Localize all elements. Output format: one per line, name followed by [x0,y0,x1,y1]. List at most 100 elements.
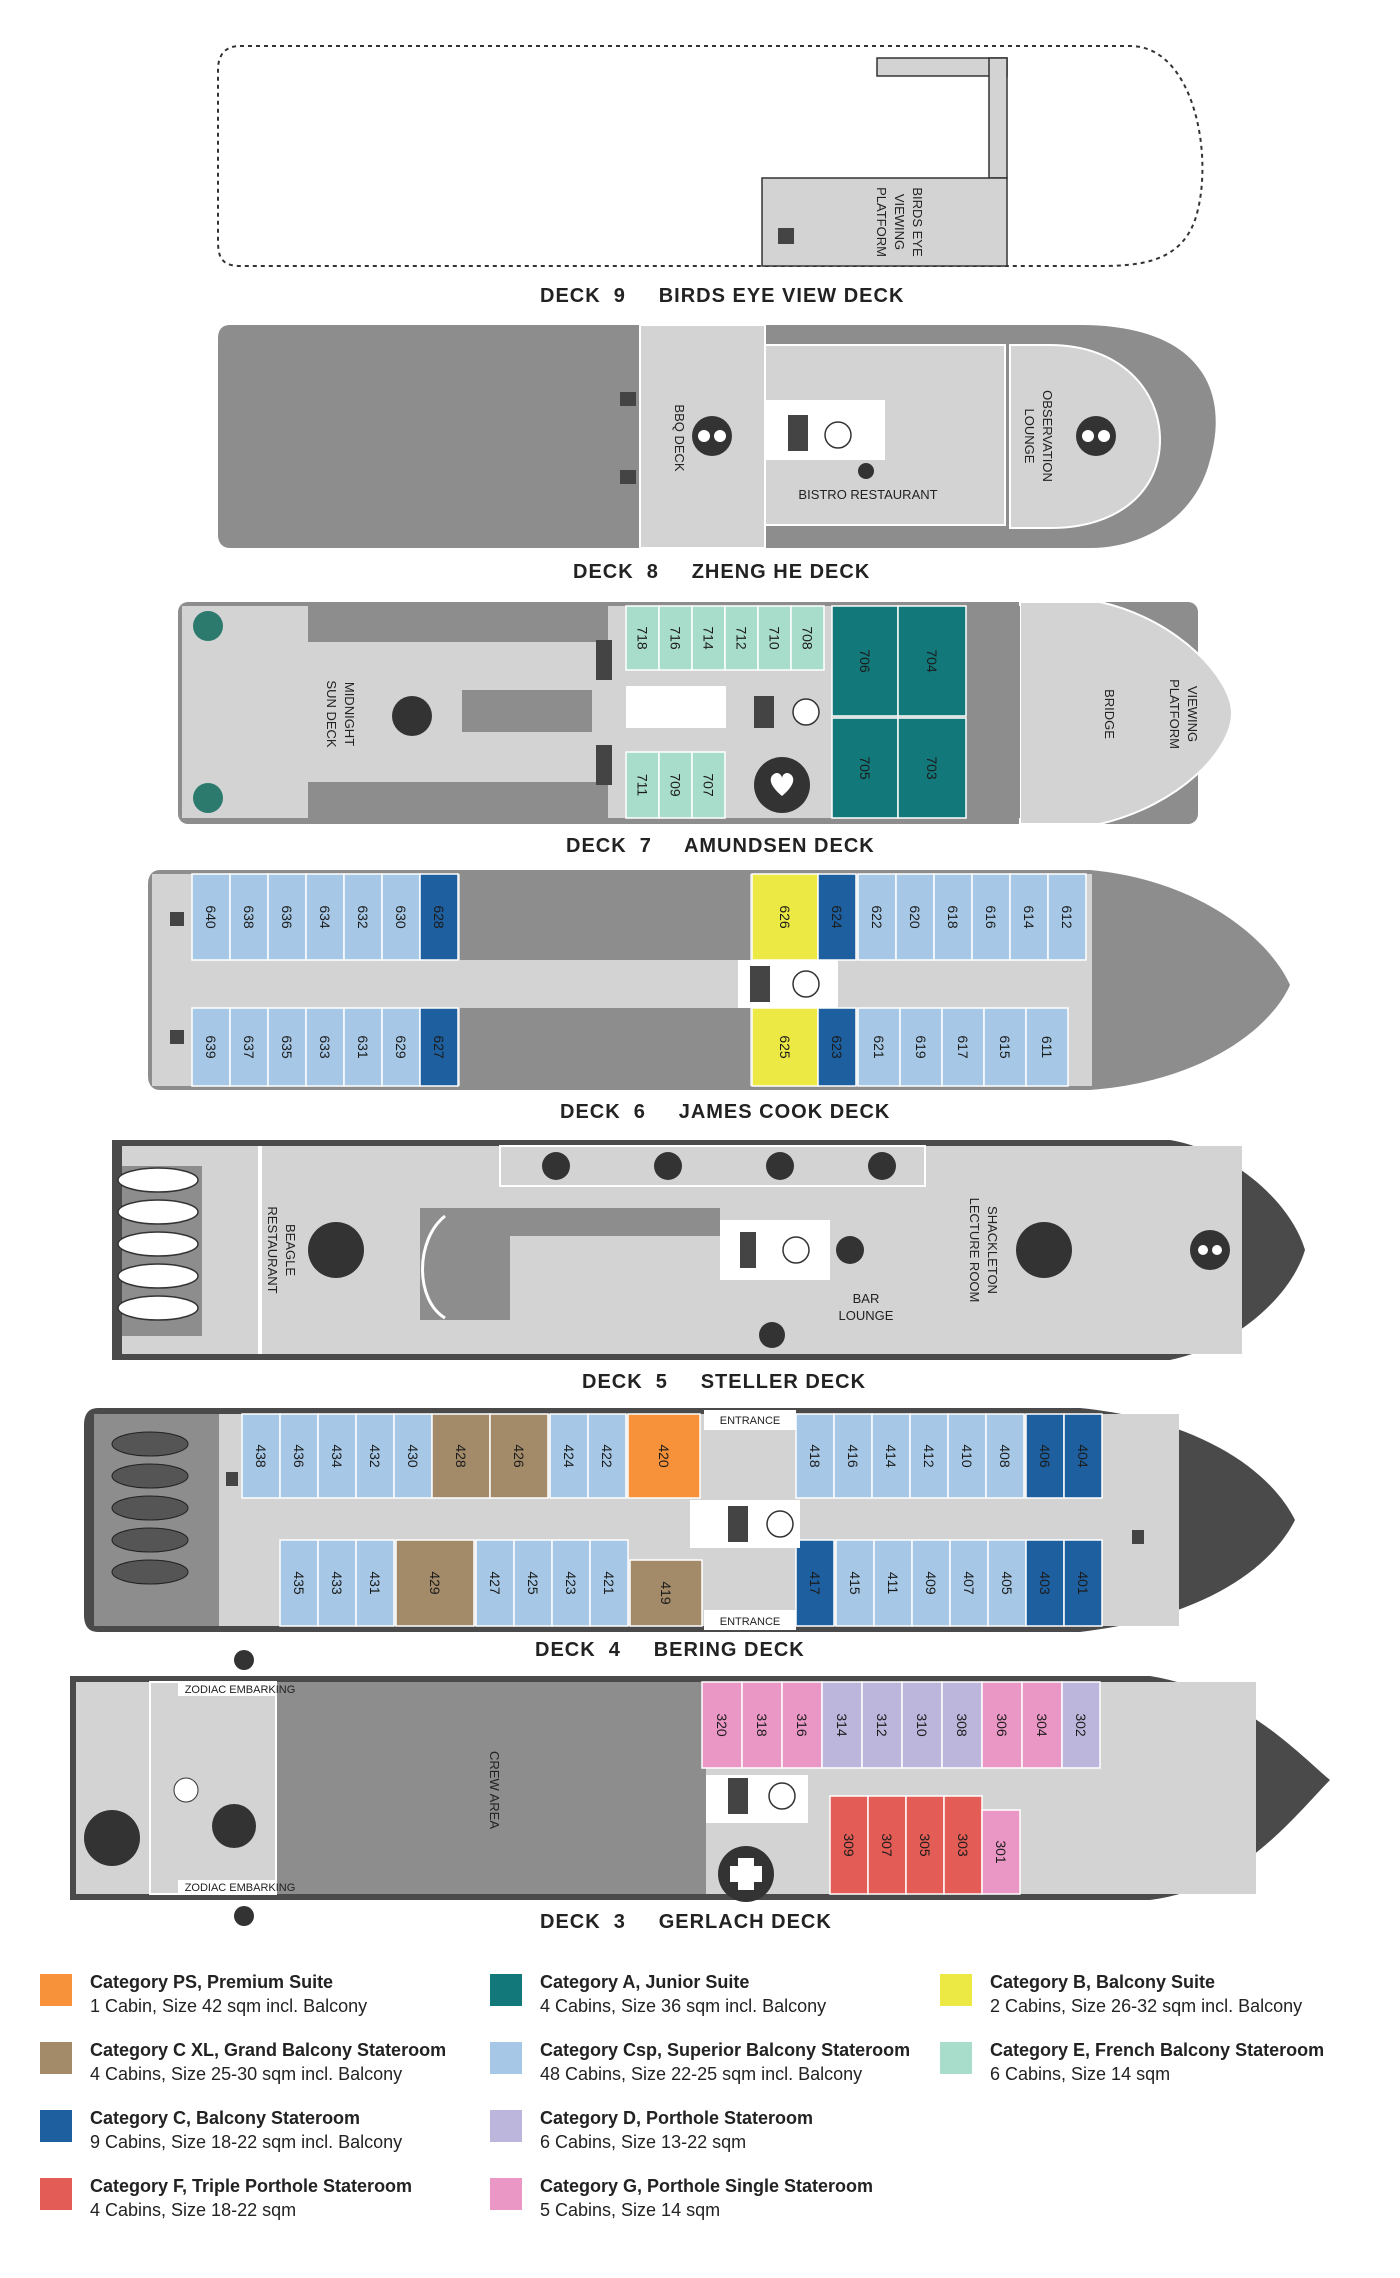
cabin[interactable] [831,605,899,717]
cabin-number: 426 [511,1444,527,1468]
cabin-number: 309 [841,1833,857,1857]
cabin[interactable] [949,1539,989,1627]
cabin[interactable] [1047,873,1087,961]
cabin[interactable] [355,1539,395,1627]
cabin[interactable] [419,1007,459,1087]
shackleton-label-2: LECTURE ROOM [967,1198,982,1303]
cabin[interactable] [751,1007,819,1087]
cabin[interactable] [691,751,726,819]
cabin-number: 304 [1034,1713,1050,1737]
deck-4-title: DECK 4 BERING DECK [535,1639,805,1661]
cabin[interactable] [933,873,973,961]
cabin[interactable] [279,1539,319,1627]
cabin[interactable] [587,1413,627,1499]
cabin[interactable] [1025,1413,1065,1499]
cabin[interactable] [431,1413,491,1499]
cabin[interactable] [981,1809,1021,1895]
cabin-number: 703 [924,756,940,780]
midnight-label-1: MIDNIGHT [342,682,357,746]
cabin[interactable] [1025,1539,1065,1627]
cabin[interactable] [899,1007,943,1087]
cabin[interactable] [549,1413,589,1499]
cabin[interactable] [971,873,1011,961]
cabin[interactable] [1061,1681,1101,1769]
cabin[interactable] [305,873,345,961]
cabin[interactable] [947,1413,987,1499]
cabin[interactable] [629,1559,703,1627]
cabin[interactable] [241,1413,281,1499]
cabin[interactable] [781,1681,823,1769]
cabin[interactable] [305,1007,345,1087]
cabin[interactable] [343,873,383,961]
cabin[interactable] [985,1413,1025,1499]
cabin[interactable] [279,1413,319,1499]
cabin[interactable] [857,873,897,961]
cabin[interactable] [817,873,857,961]
cabin[interactable] [658,751,693,819]
cabin[interactable] [395,1539,475,1627]
cabin[interactable] [343,1007,383,1087]
cabin[interactable] [897,605,967,717]
cabin[interactable] [355,1413,395,1499]
entrance-label-top: ENTRANCE [720,1415,781,1427]
cabin[interactable] [751,873,819,961]
cabin[interactable] [901,1681,943,1769]
cabin[interactable] [831,717,899,819]
cabin[interactable] [821,1681,863,1769]
deck-5: BEAGLE RESTAURANT SHACKLETON LECTURE ROO… [112,1140,1305,1393]
cabin[interactable] [1063,1413,1103,1499]
cabin[interactable] [909,1413,949,1499]
cabin[interactable] [833,1413,873,1499]
cabin[interactable] [627,1413,701,1499]
cabin[interactable] [1025,1007,1069,1087]
cabin-number: 428 [453,1444,469,1468]
cabin[interactable] [790,605,825,671]
cabin[interactable] [1063,1539,1103,1627]
cabin-number: 308 [954,1713,970,1737]
cabin[interactable] [589,1539,629,1627]
cabin[interactable] [625,751,660,819]
cabin[interactable] [857,1007,901,1087]
cabin[interactable] [381,873,421,961]
cabin[interactable] [724,605,759,671]
observation-label-1: OBSERVATION [1040,390,1055,482]
cabin[interactable] [817,1007,857,1087]
bistro-label: BISTRO RESTAURANT [798,487,937,502]
cabin[interactable] [905,1795,945,1895]
cabin[interactable] [1021,1681,1063,1769]
cabin[interactable] [873,1539,913,1627]
cabin[interactable] [829,1795,869,1895]
cabin[interactable] [981,1681,1023,1769]
cabin[interactable] [861,1681,903,1769]
cabin[interactable] [229,873,269,961]
cabin[interactable] [871,1413,911,1499]
cabin[interactable] [757,605,792,671]
cabin[interactable] [741,1681,783,1769]
cabin[interactable] [941,1007,985,1087]
deck-7-title: DECK 7 AMUNDSEN DECK [566,835,875,857]
cabin[interactable] [267,1007,307,1087]
birds-eye-label-3: PLATFORM [874,187,889,257]
cabin[interactable] [835,1539,875,1627]
cabin[interactable] [897,717,967,819]
cabin[interactable] [267,873,307,961]
cabin[interactable] [513,1539,553,1627]
cabin[interactable] [895,873,935,961]
cabin[interactable] [317,1413,357,1499]
legend-title: Category F, Triple Porthole Stateroom [90,2176,413,2196]
legend-swatch [40,2110,72,2142]
cabin-number: 640 [203,905,219,929]
cabin[interactable] [943,1795,983,1895]
cabin[interactable] [191,873,231,961]
cabin[interactable] [489,1413,549,1499]
cabin[interactable] [191,1007,231,1087]
cabin[interactable] [419,873,459,961]
lift-icon [792,970,820,998]
cabin-number: 622 [869,905,885,929]
stairs-icon [596,640,612,680]
restaurant-icon [542,1152,570,1180]
cabin[interactable] [795,1539,835,1627]
cabin[interactable] [475,1539,515,1627]
cabin[interactable] [795,1413,835,1499]
cabin[interactable] [317,1539,357,1627]
